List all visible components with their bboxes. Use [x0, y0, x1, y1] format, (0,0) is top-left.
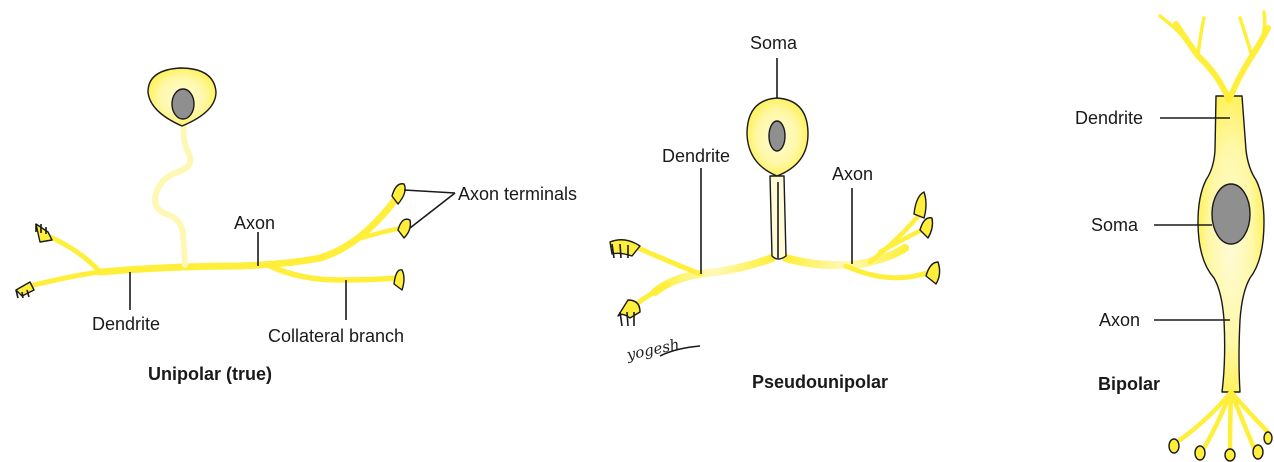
unipolar-title: Unipolar (true) [148, 364, 272, 384]
pseudounipolar-dendrite-label: Dendrite [662, 146, 730, 166]
pseudounipolar-nucleus [769, 121, 785, 151]
unipolar-cell-processes [16, 124, 410, 298]
unipolar-neuron: Axon Axon terminals Dendrite Collateral … [16, 68, 577, 384]
pseudounipolar-cell-processes [610, 176, 940, 326]
unipolar-dendrite-label: Dendrite [92, 314, 160, 334]
pseudounipolar-title: Pseudounipolar [752, 372, 888, 392]
bipolar-soma-label: Soma [1091, 215, 1139, 235]
pseudounipolar-soma-label: Soma [750, 33, 798, 53]
pseudounipolar-axon-label: Axon [832, 164, 873, 184]
unipolar-collateral-label: Collateral branch [268, 326, 404, 346]
unipolar-axon-terminals-label: Axon terminals [458, 184, 577, 204]
bipolar-nucleus [1212, 184, 1250, 244]
bipolar-cell-processes [1160, 12, 1272, 461]
bipolar-title: Bipolar [1098, 374, 1160, 394]
pseudounipolar-neuron: Soma Dendrite Axon yogesh Pseudounipolar [610, 33, 940, 392]
bipolar-neuron: Dendrite Soma Axon Bipolar [1075, 12, 1272, 461]
unipolar-axon-label: Axon [234, 213, 275, 233]
pseudounipolar-signature: yogesh [624, 335, 681, 364]
bipolar-dendrite-label: Dendrite [1075, 108, 1143, 128]
bipolar-axon-label: Axon [1099, 310, 1140, 330]
unipolar-axon-terminals-pointer [404, 190, 455, 228]
unipolar-nucleus [172, 89, 194, 119]
